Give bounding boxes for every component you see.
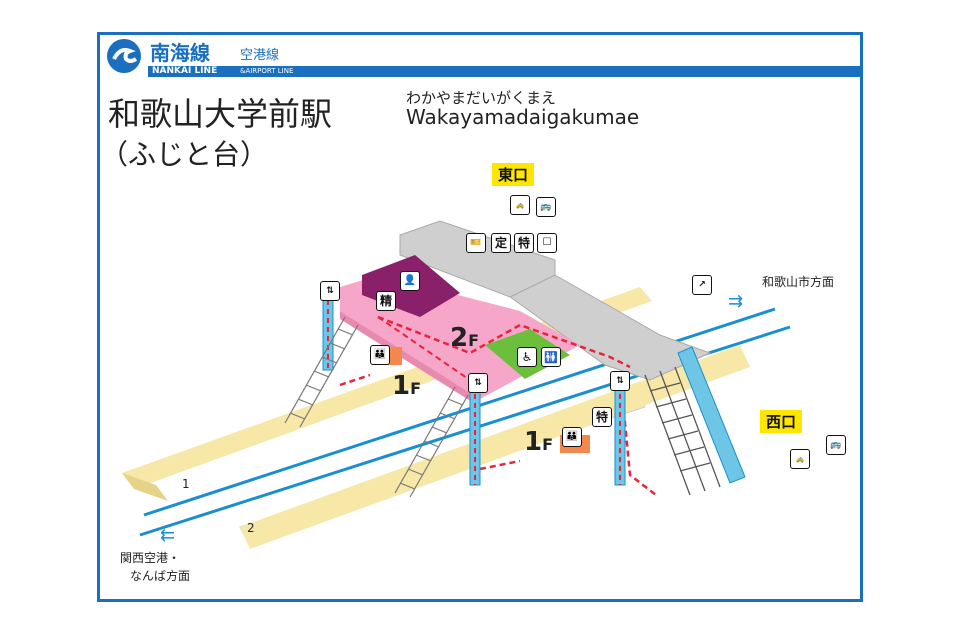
platform-number-2: 2 — [247, 521, 255, 535]
route-line-1f-left — [339, 373, 371, 387]
taxi-icon: 🚕 — [790, 449, 810, 469]
arrow-to-kansai: ⇇ — [160, 525, 175, 546]
elevator-icon: ⇅ — [320, 281, 340, 301]
escalator-icon: ↗ — [692, 275, 712, 295]
toilet-icon: 🚻 — [541, 347, 561, 367]
commuter-pass-icon: 定 — [491, 233, 511, 253]
station-name-en: Wakayamadaigakumae — [406, 105, 640, 129]
staff-icon: 👤 — [400, 271, 420, 291]
airport-line-name: 空港線 — [240, 48, 280, 63]
taxi-icon: 🚕 — [510, 195, 530, 215]
station-subname: （ふじと台） — [100, 138, 269, 171]
route-line-1f-right — [479, 459, 521, 471]
airport-line-en: &AIRPORT LINE — [240, 67, 294, 75]
direction-kansai-line2: なんば方面 — [130, 569, 191, 583]
east-exit-label: 東口 — [492, 163, 535, 186]
elevator-icon: ⇅ — [468, 373, 488, 393]
concourse-west — [509, 274, 712, 381]
elevator-icon: ⇅ — [610, 371, 630, 391]
wheelchair-icon: ♿ — [517, 347, 537, 367]
floor-label-2f: 2F — [450, 323, 479, 353]
station-diagram: ⇉ ⇇ — [122, 220, 791, 549]
station-name-jp: 和歌山大学前駅 — [108, 95, 333, 133]
nankai-logo-icon — [107, 39, 141, 73]
floor-number-1: 1 — [524, 427, 543, 457]
floor-suffix: F — [542, 435, 554, 454]
fare-adjust-icon: 精 — [376, 291, 396, 311]
station-name-kana: わかやまだいがくまえ — [406, 89, 557, 107]
floor-suffix: F — [410, 379, 422, 398]
limited-express-icon: 特 — [592, 407, 612, 427]
west-exit-label: 西口 — [760, 410, 803, 433]
floor-number-1: 1 — [392, 371, 411, 401]
floor-number-2: 2 — [450, 323, 469, 353]
accessible-toilet-icon: 👪 — [562, 427, 582, 447]
route-line-2f — [377, 315, 631, 369]
line-name: 南海線 — [150, 41, 210, 65]
floor-label-1f-right: 1F — [524, 427, 553, 457]
limited-express-icon: 特 — [514, 233, 534, 253]
station-map-frame: 南海線 空港線 NANKAI LINE &AIRPORT LINE 和歌山大学前… — [97, 32, 863, 602]
header-bar: 南海線 空港線 NANKAI LINE &AIRPORT LINE — [100, 35, 862, 79]
header-rule — [148, 66, 862, 77]
line-name-en: NANKAI LINE — [152, 66, 218, 76]
stairs-center — [394, 386, 469, 498]
platform-number-1: 1 — [182, 477, 190, 491]
escalator — [677, 346, 746, 484]
direction-kansai-line1: 関西空港・ — [120, 551, 181, 565]
bus-icon: 🚌 — [536, 197, 556, 217]
accessible-toilet-icon: 👪 — [370, 345, 390, 365]
shop-icon: ☐ — [537, 233, 557, 253]
arrow-to-wakayama: ⇉ — [728, 291, 743, 312]
ticket-machine-icon: 🎫 — [466, 233, 486, 253]
stairs-right — [644, 366, 721, 496]
bus-icon: 🚌 — [826, 435, 846, 455]
floor-suffix: F — [468, 331, 480, 350]
stairs-left — [284, 316, 359, 428]
floor-label-1f-left: 1F — [392, 371, 421, 401]
direction-wakayama: 和歌山市方面 — [762, 275, 835, 289]
